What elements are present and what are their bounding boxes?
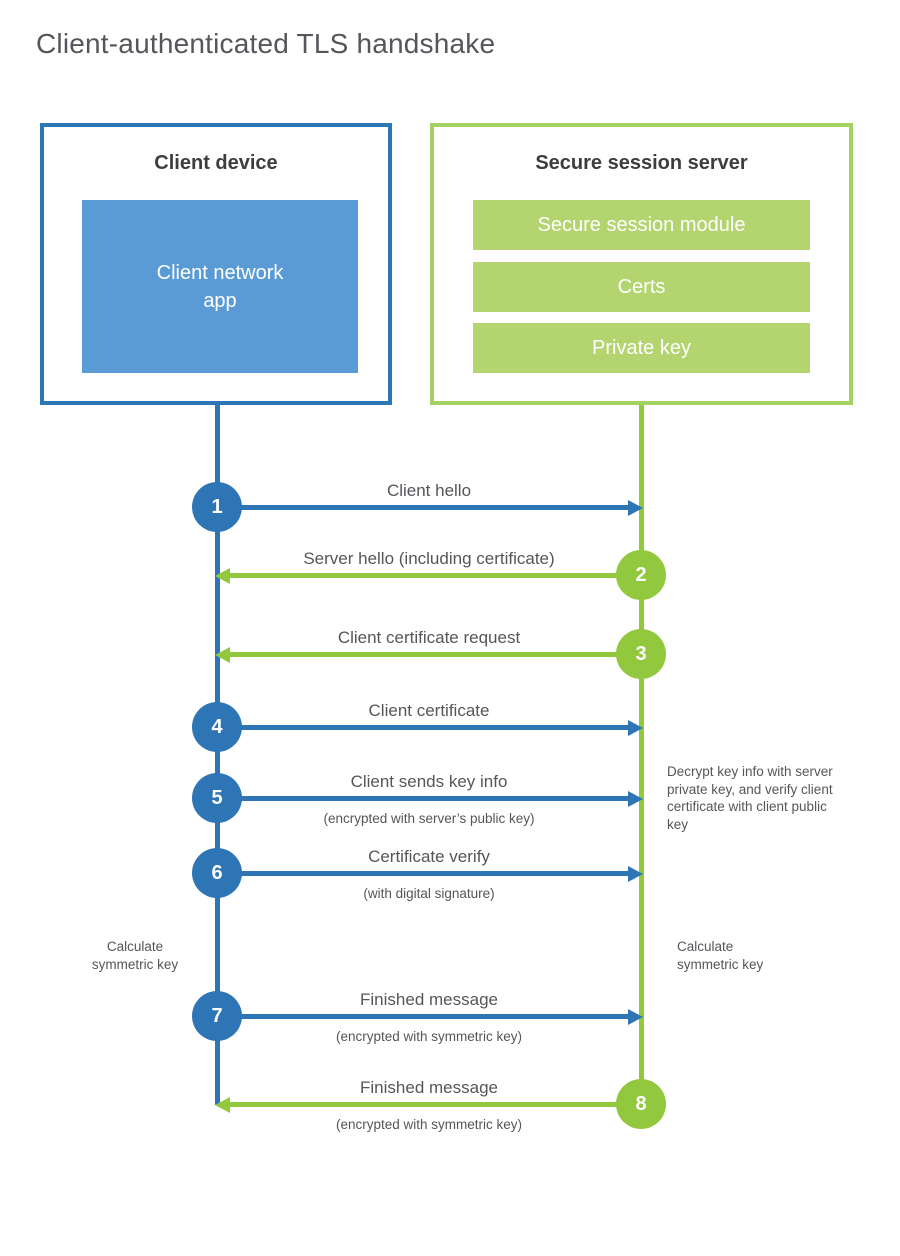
- page-title: Client-authenticated TLS handshake: [36, 28, 496, 59]
- arrowhead-right-icon: [628, 865, 643, 882]
- step-circle-3: 3: [616, 629, 666, 679]
- arrow-shaft: [217, 871, 631, 876]
- step-circle-6: 6: [192, 848, 242, 898]
- message-sublabel: (encrypted with server’s public key): [323, 811, 535, 826]
- step-circle-4: 4: [192, 702, 242, 752]
- arrow-shaft: [217, 796, 631, 801]
- client-device-box: Client device Client network app: [40, 123, 392, 405]
- arrow-shaft: [217, 1014, 631, 1019]
- message-label: Client certificate: [368, 701, 490, 720]
- step-circle-5: 5: [192, 773, 242, 823]
- server-module-private-key: Private key: [473, 323, 810, 373]
- note-calculate-symmetric-key-client: Calculate symmetric key: [91, 939, 179, 972]
- server-module-certs: Certs: [473, 262, 810, 312]
- arrowhead-right-icon: [628, 499, 643, 516]
- client-network-app-box: Client network app: [82, 200, 358, 373]
- arrow-client-certificate-request: Client certificate request: [215, 628, 641, 663]
- client-device-title: Client device: [154, 152, 278, 174]
- arrow-server-hello: Server hello (including certificate): [215, 549, 641, 584]
- arrow-finished-message-server: Finished message (encrypted with symmetr…: [215, 1078, 641, 1132]
- arrow-shaft: [227, 573, 641, 578]
- message-sublabel: (encrypted with symmetric key): [335, 1117, 523, 1132]
- arrowhead-right-icon: [628, 719, 643, 736]
- arrow-shaft: [227, 652, 641, 657]
- arrow-shaft: [227, 1102, 641, 1107]
- step-number: 6: [211, 862, 223, 884]
- message-label: Finished message: [360, 990, 498, 1009]
- arrow-client-hello: Client hello: [217, 481, 643, 516]
- step-number: 5: [211, 787, 223, 809]
- arrowhead-left-icon: [215, 1096, 230, 1113]
- arrow-client-certificate: Client certificate: [217, 701, 643, 736]
- note-calculate-symmetric-key-server: Calculate symmetric key: [677, 939, 764, 972]
- client-network-app-label: Client network app: [156, 261, 284, 312]
- step-number: 1: [211, 496, 223, 518]
- server-module-secure-session: Secure session module: [473, 200, 810, 250]
- step-circle-2: 2: [616, 550, 666, 600]
- message-label: Finished message: [360, 1078, 498, 1097]
- secure-session-server-box: Secure session server Secure session mod…: [430, 123, 853, 405]
- server-title: Secure session server: [535, 152, 748, 174]
- arrowhead-left-icon: [215, 646, 230, 663]
- step-number: 2: [635, 564, 647, 586]
- message-label: Client sends key info: [350, 772, 508, 791]
- arrow-finished-message-client: Finished message (encrypted with symmetr…: [217, 990, 643, 1044]
- arrowhead-right-icon: [628, 790, 643, 807]
- step-number: 8: [635, 1093, 647, 1115]
- message-label: Server hello (including certificate): [303, 549, 555, 568]
- step-circle-8: 8: [616, 1079, 666, 1129]
- step-circle-7: 7: [192, 991, 242, 1041]
- step-circle-1: 1: [192, 482, 242, 532]
- message-sublabel: (with digital signature): [363, 886, 495, 901]
- arrow-certificate-verify: Certificate verify (with digital signatu…: [217, 847, 643, 901]
- message-label: Certificate verify: [368, 847, 490, 866]
- step-number: 7: [211, 1005, 223, 1027]
- arrow-client-sends-key-info: Client sends key info (encrypted with se…: [217, 772, 643, 826]
- message-label: Client hello: [386, 481, 472, 500]
- step-number: 4: [211, 716, 223, 738]
- step-number: 3: [635, 643, 647, 665]
- client-lifeline: [215, 405, 220, 1105]
- server-lifeline: [639, 405, 644, 1105]
- message-label: Client certificate request: [337, 628, 521, 647]
- arrowhead-left-icon: [215, 567, 230, 584]
- arrowhead-right-icon: [628, 1008, 643, 1025]
- arrow-shaft: [217, 505, 631, 510]
- note-decrypt-key-info: Decrypt key info with server private key…: [667, 764, 833, 832]
- message-sublabel: (encrypted with symmetric key): [335, 1029, 523, 1044]
- arrow-shaft: [217, 725, 631, 730]
